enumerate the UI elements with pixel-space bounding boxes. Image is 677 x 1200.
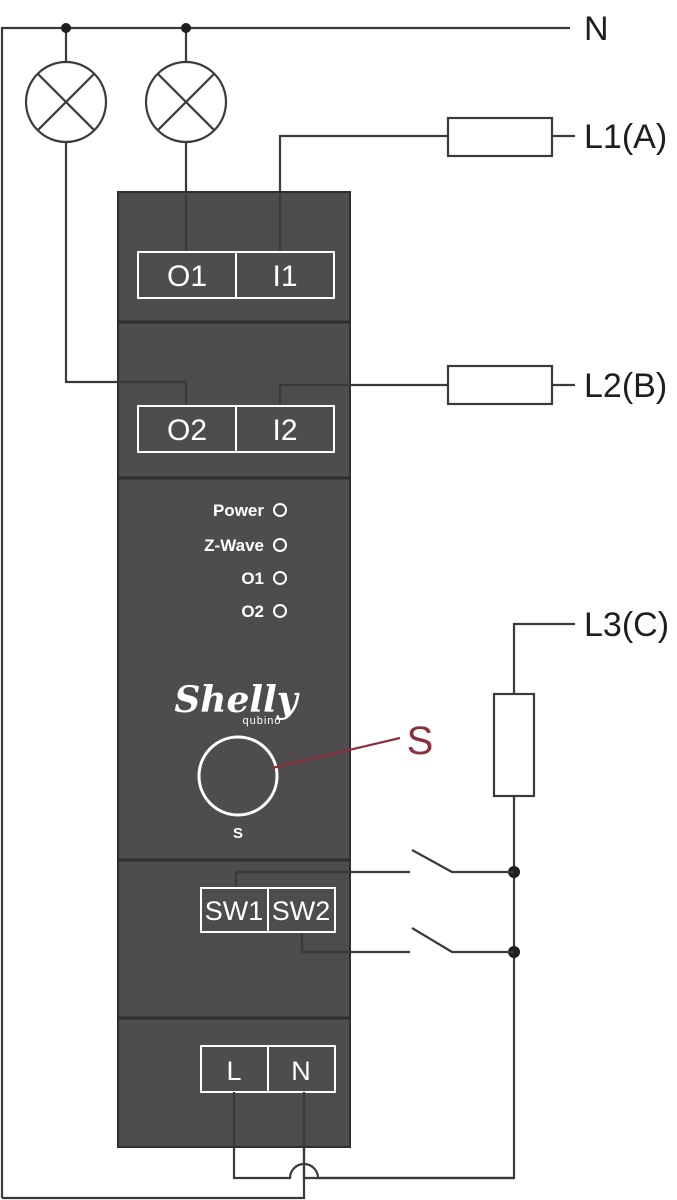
service-button[interactable] — [197, 735, 279, 817]
terminal-sw1-label: SW1 — [205, 896, 264, 926]
lamp-2 — [144, 60, 228, 144]
l3-fuse — [492, 692, 536, 798]
callout-line — [271, 736, 401, 770]
terminal-block-power: L N — [200, 1045, 336, 1093]
l-terminal-wire — [232, 1094, 514, 1180]
brand-logo: Shelly qubino — [174, 679, 299, 727]
brand-name: Shelly — [174, 679, 299, 721]
terminal-block-middle: O2 I2 — [137, 405, 335, 453]
terminal-i1-label: I1 — [272, 260, 297, 293]
led-zwave-icon — [273, 538, 287, 552]
service-button-label: S — [233, 825, 243, 842]
terminal-o1-label: O1 — [167, 260, 207, 293]
l1-fuse — [446, 116, 554, 158]
l2-fuse — [446, 364, 554, 406]
service-button-callout: S — [271, 719, 434, 770]
terminal-block-switch: SW1 SW2 — [200, 887, 336, 933]
device-body — [117, 191, 351, 1148]
neutral-junction-1 — [61, 23, 71, 33]
l3-label: L3(C) — [584, 606, 669, 644]
terminal-sw2 — [267, 887, 336, 933]
l2-label: L2(B) — [584, 367, 667, 405]
terminal-block-top: O1 I1 — [137, 251, 335, 299]
terminal-o1 — [137, 251, 237, 299]
brand-sub: qubino — [242, 715, 281, 727]
terminal-n-label: N — [291, 1056, 311, 1086]
terminal-n — [267, 1045, 336, 1093]
led-power-label: Power — [213, 501, 264, 520]
l1-label: L1(A) — [584, 118, 667, 156]
terminal-o2-label: O2 — [167, 414, 207, 447]
led-o1-icon — [273, 571, 287, 585]
terminal-i2 — [235, 405, 335, 453]
l3-wire — [512, 622, 575, 694]
led-o2-label: O2 — [241, 602, 264, 621]
terminal-l — [200, 1045, 269, 1093]
terminal-sw1 — [200, 887, 269, 933]
neutral-junction-2 — [181, 23, 191, 33]
led-o1-label: O1 — [241, 569, 264, 588]
neutral-wire — [0, 26, 570, 1198]
lamp-1 — [24, 60, 108, 144]
terminal-i2-label: I2 — [272, 414, 297, 447]
neutral-label: N — [584, 10, 609, 48]
led-zwave-label: Z-Wave — [204, 536, 264, 555]
terminal-l-label: L — [226, 1056, 241, 1086]
shelly-device: O1 I1 O2 I2 Power Z-Wave O1 O2 Shelly qu — [117, 191, 351, 1148]
terminal-sw2-label: SW2 — [272, 896, 331, 926]
led-o2-icon — [273, 604, 287, 618]
callout-label: S — [407, 719, 434, 763]
led-power-icon — [273, 503, 287, 517]
terminal-i1 — [235, 251, 335, 299]
terminal-o2 — [137, 405, 237, 453]
led-panel: Power Z-Wave O1 O2 — [204, 501, 287, 621]
